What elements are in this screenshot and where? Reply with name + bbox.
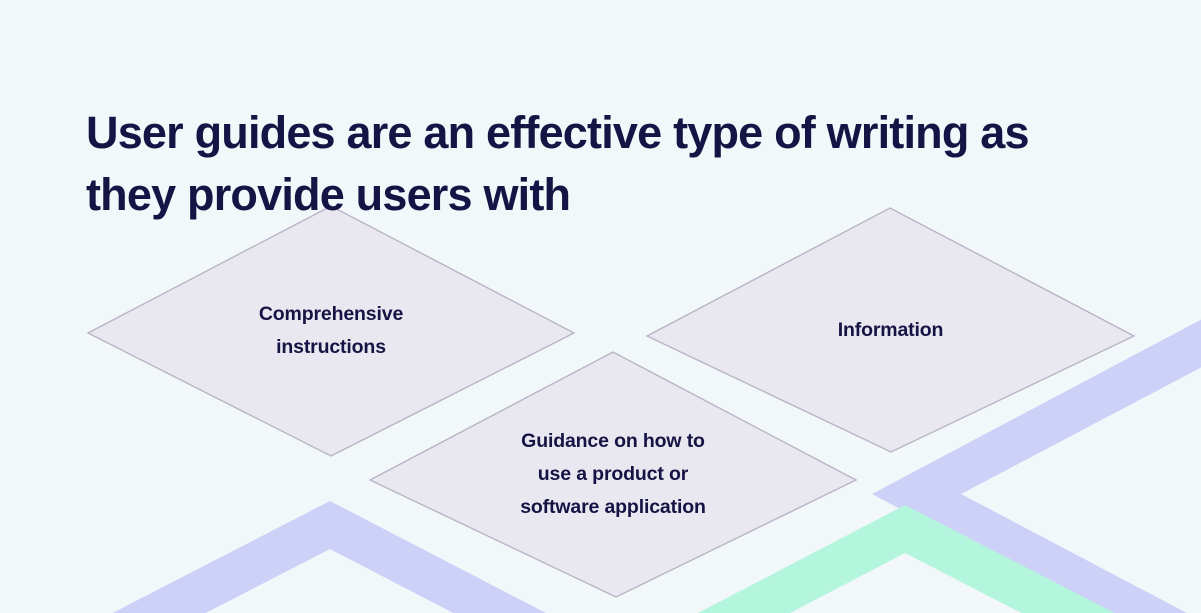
page-title: User guides are an effective type of wri… (86, 107, 1030, 221)
diamond-shape (368, 351, 858, 598)
diamond-shape (86, 205, 576, 457)
diamond-node-guidance[interactable]: Guidance on how to use a product or soft… (368, 351, 858, 598)
